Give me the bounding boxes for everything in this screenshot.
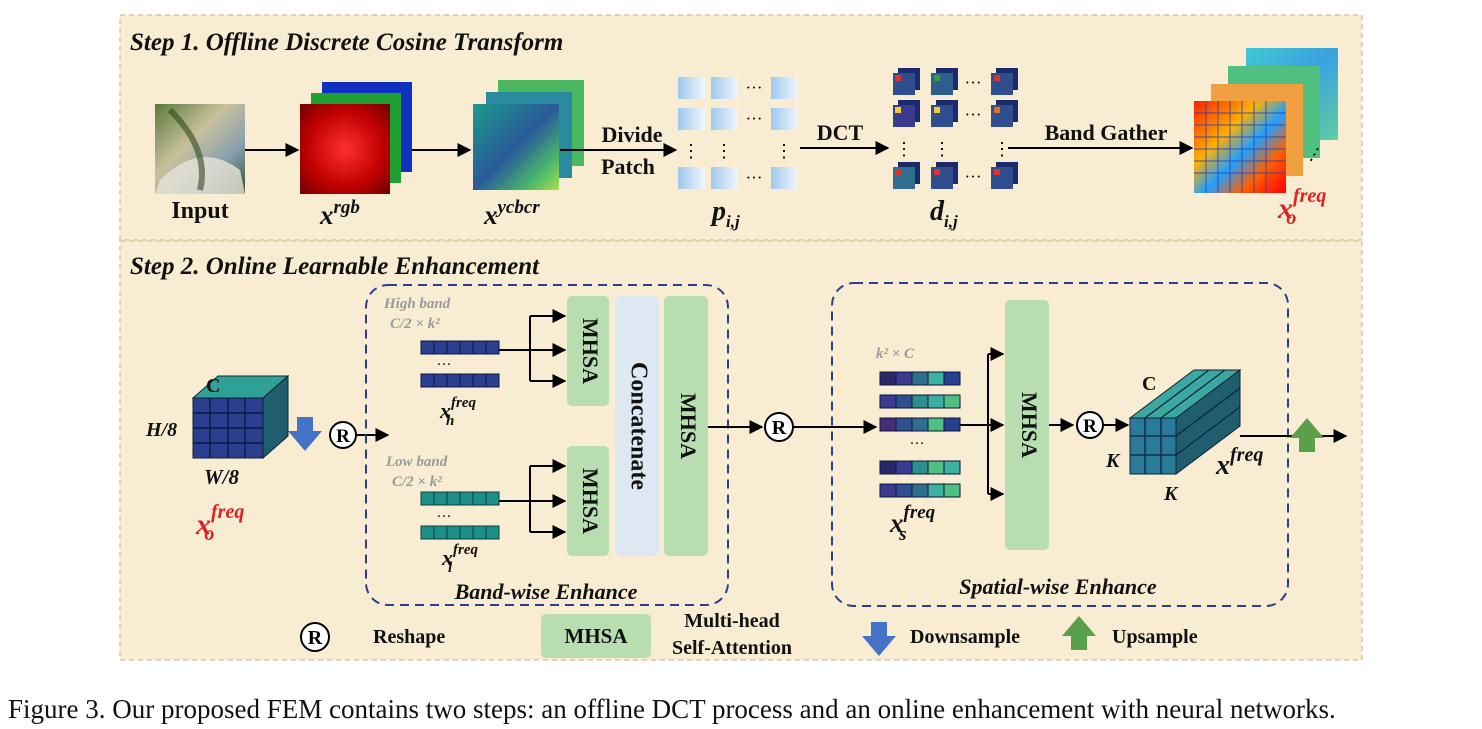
downsample-arrow-icon (288, 417, 322, 451)
out-cube-k-bottom: K (1163, 483, 1179, 505)
x-freq-output-label: xfreq (1215, 444, 1263, 481)
mhsa-high-label: MHSA (578, 318, 603, 384)
k2c-label: k² × C (876, 346, 915, 362)
spatial-tokens (879, 371, 961, 498)
legend-downsample-label: Downsample (910, 626, 1020, 648)
freq-map-stack (1194, 48, 1338, 193)
cube-c-label: C (206, 375, 220, 397)
ycbcr-stack (473, 80, 584, 190)
patch-hdots-2: ··· (746, 109, 763, 128)
cube-h-label: H/8 (145, 419, 177, 441)
legend-upsample-label: Upsample (1112, 626, 1198, 648)
dct-vdots-3: ⋮ (993, 139, 1011, 159)
legend-mhsa-box-label: MHSA (565, 624, 629, 648)
legend-mhsa-box (541, 614, 651, 658)
high-band-label: High band (383, 296, 451, 312)
patch-hdots-1: ··· (746, 78, 763, 97)
out-cube-c-label: C (1142, 373, 1156, 395)
spatial-tokens-dots: ··· (910, 436, 925, 452)
dct-hdots-1: ··· (965, 73, 982, 92)
legend-mhsa-line1: Multi-head (684, 610, 780, 632)
mhsa-low-label: MHSA (578, 468, 603, 534)
band-gather-label: Band Gather (1045, 120, 1168, 145)
legend-mhsa-line2: Self-Attention (672, 637, 792, 659)
legend-reshape-icon (300, 622, 330, 652)
dct-hdots-2: ··· (965, 105, 982, 124)
out-cube-k-left: K (1105, 450, 1121, 472)
reshape-symbol-3: R (1083, 416, 1097, 437)
mhsa-low-block (567, 446, 609, 556)
p-ij-label: pi,j (710, 196, 740, 231)
high-band-dots: ··· (437, 357, 452, 373)
figure-caption: Figure 3. Our proposed FEM contains two … (8, 694, 1336, 724)
mhsa-band-block (664, 296, 708, 556)
legend-upsample-icon (1062, 616, 1096, 650)
output-feature-cube (1128, 369, 1242, 475)
dct-label: DCT (817, 120, 864, 145)
reshape-symbol-2: R (772, 417, 787, 439)
patch-hdots-3: ··· (746, 168, 763, 187)
dct-grid (893, 68, 1018, 189)
band-wise-label: Band-wise Enhance (454, 579, 638, 604)
divide-label: Divide (601, 122, 662, 147)
low-band-branch-arrows (499, 459, 567, 539)
legend-reshape-symbol: R (308, 627, 323, 649)
mhsa-band-label: MHSA (676, 393, 701, 459)
patch-vdots-2: ⋮ (715, 141, 733, 161)
dct-vdots-1: ⋮ (895, 139, 913, 159)
spatial-wise-label: Spatial-wise Enhance (959, 574, 1157, 599)
x-rgb-label: xrgb (319, 197, 360, 230)
low-band-tokens (420, 491, 500, 540)
dct-hdots-3: ··· (965, 167, 982, 186)
high-band-tokens (420, 340, 500, 388)
mhsa-spatial-block (1005, 300, 1049, 550)
spatial-wise-box (831, 282, 1289, 607)
high-band-branch-arrows (499, 309, 567, 388)
patch-vdots-1: ⋮ (682, 141, 700, 161)
input-image (155, 104, 245, 194)
patch-grid (678, 77, 798, 189)
d-ij-label: di,j (930, 196, 958, 231)
concatenate-label: Concatenate (625, 362, 651, 490)
step1-title: Step 1. Offline Discrete Cosine Transfor… (130, 29, 563, 56)
high-band-dim: C/2 × k² (390, 316, 440, 332)
low-band-dim: C/2 × k² (392, 474, 442, 490)
patch-vdots-3: ⋮ (775, 141, 793, 161)
low-band-label: Low band (385, 454, 448, 470)
spatial-branch-arrows (960, 347, 1005, 501)
mhsa-spatial-label: MHSA (1017, 392, 1042, 458)
legend-reshape-label: Reshape (373, 626, 445, 648)
upsample-arrow-icon (1290, 418, 1324, 452)
x-ycbcr-label: xycbcr (483, 197, 540, 230)
mhsa-high-block (567, 296, 609, 406)
reshape-symbol: R (336, 426, 350, 447)
cube-w-label: W/8 (204, 465, 240, 489)
patch-label: Patch (601, 154, 655, 179)
input-feature-cube (191, 374, 290, 460)
rgb-stack (300, 82, 412, 194)
input-label: Input (171, 198, 228, 224)
step2-title: Step 2. Online Learnable Enhancement (130, 253, 540, 280)
band-wise-box (365, 284, 729, 606)
low-band-dots: ··· (437, 509, 452, 525)
legend-downsample-icon (862, 622, 896, 656)
dct-vdots-2: ⋮ (933, 139, 951, 159)
concatenate-block (615, 296, 659, 556)
